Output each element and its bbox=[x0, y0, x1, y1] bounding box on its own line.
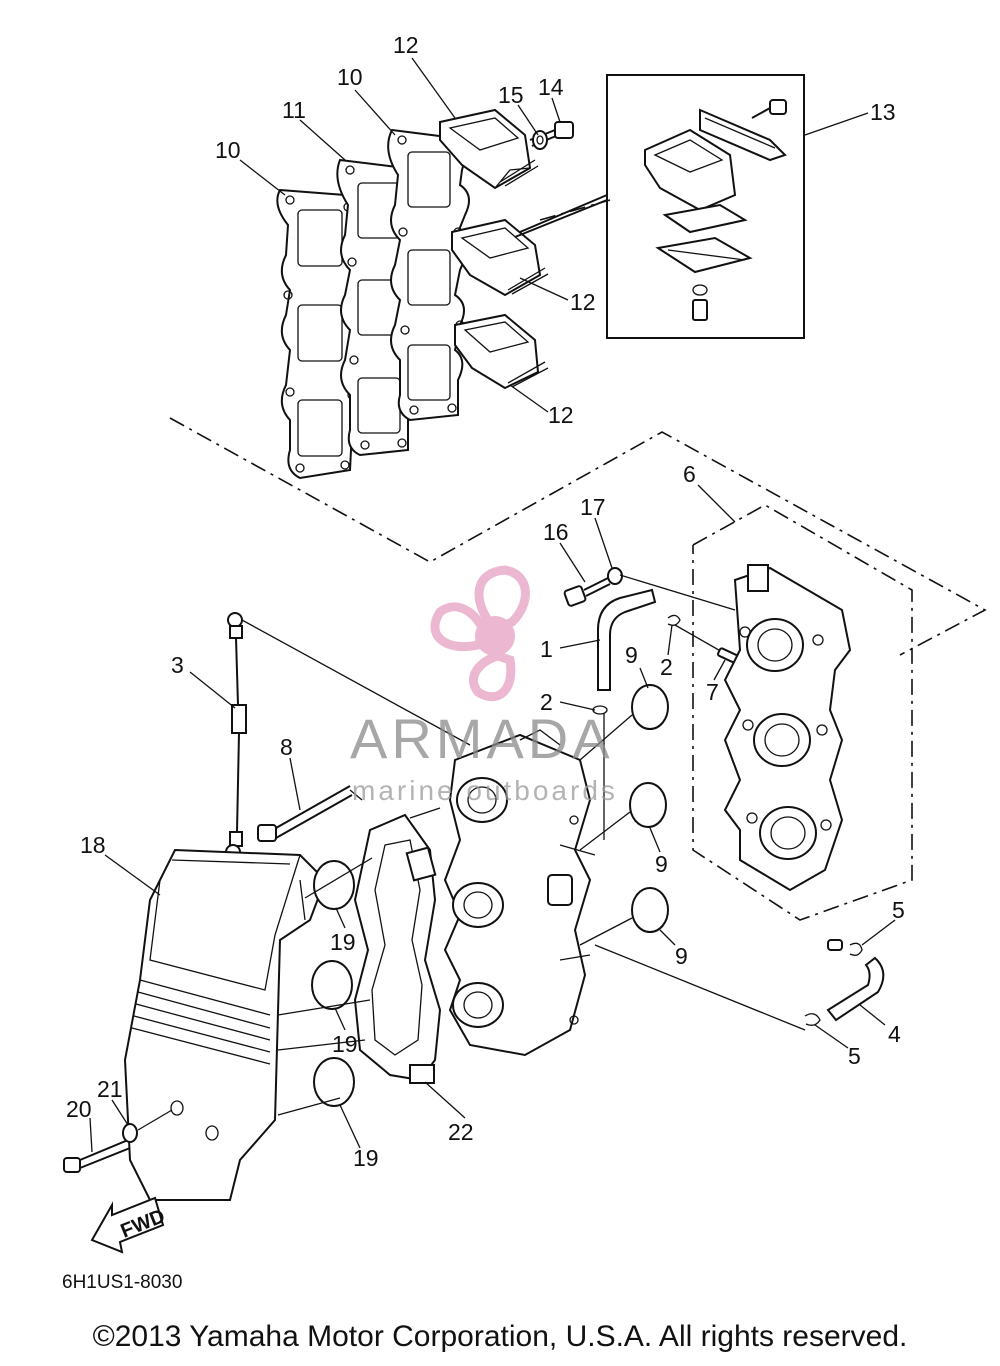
callout-9-bottom: 9 bbox=[675, 943, 688, 969]
leader-lines-19 bbox=[277, 857, 373, 1116]
bolt-20 bbox=[63, 1139, 131, 1173]
callout-3: 3 bbox=[171, 652, 184, 678]
silencer-cover-18 bbox=[123, 848, 327, 1201]
plate-9-middle bbox=[579, 782, 667, 851]
callout-4: 4 bbox=[888, 1021, 901, 1047]
clip-5-upper bbox=[827, 939, 863, 956]
diagram-code: 6H1US1-8030 bbox=[62, 1272, 182, 1293]
washer-15 bbox=[532, 130, 548, 150]
reed-valve-12-top bbox=[439, 108, 539, 190]
callout-2-lower: 2 bbox=[540, 689, 553, 715]
copyright-notice: ©2013 Yamaha Motor Corporation, U.S.A. A… bbox=[92, 1320, 908, 1353]
gasket-10-right bbox=[387, 128, 470, 422]
callout-12-middle: 12 bbox=[570, 289, 596, 315]
callout-22: 22 bbox=[448, 1119, 474, 1145]
callout-19-middle: 19 bbox=[332, 1031, 358, 1057]
bolt-16 bbox=[563, 577, 611, 607]
hose-4 bbox=[826, 956, 885, 1022]
callout-21: 21 bbox=[97, 1076, 123, 1102]
callout-14: 14 bbox=[538, 74, 564, 100]
leader-carb-to-hose bbox=[594, 944, 806, 1031]
plate-9-bottom bbox=[579, 887, 669, 946]
reed-valve-kit-13 bbox=[514, 74, 805, 339]
callout-7: 7 bbox=[706, 679, 719, 705]
reed-valve-12-bottom bbox=[454, 313, 549, 390]
propeller-logo-icon bbox=[430, 565, 530, 702]
watermark-title: ARMADA bbox=[350, 707, 614, 770]
callout-11: 11 bbox=[282, 97, 306, 123]
callout-1: 1 bbox=[540, 636, 553, 662]
reed-valve-12-middle bbox=[451, 218, 549, 297]
intake-manifold-6 bbox=[692, 504, 913, 921]
callout-13: 13 bbox=[870, 99, 896, 125]
callout-10-left: 10 bbox=[215, 137, 241, 163]
callout-12-bottom: 12 bbox=[548, 402, 574, 428]
fwd-arrow-icon: FWD bbox=[90, 1196, 168, 1254]
watermark-subtitle: marine outboards bbox=[352, 775, 618, 806]
callout-20: 20 bbox=[66, 1096, 92, 1122]
carburetor-body bbox=[443, 729, 596, 1057]
callout-2-upper: 2 bbox=[660, 654, 673, 680]
callout-17: 17 bbox=[580, 494, 606, 520]
callout-16: 16 bbox=[543, 519, 569, 545]
assembly-guide-lines bbox=[169, 199, 987, 656]
clip-5-lower bbox=[804, 1013, 821, 1026]
callout-15: 15 bbox=[498, 82, 524, 108]
plate-19-top bbox=[313, 860, 355, 910]
plate-9-top bbox=[579, 684, 669, 761]
washer-21 bbox=[122, 1123, 138, 1143]
armada-watermark: ARMADA marine outboards bbox=[350, 565, 618, 806]
callout-5-lower: 5 bbox=[848, 1043, 861, 1069]
callout-5-upper: 5 bbox=[892, 897, 905, 923]
callout-9-middle: 9 bbox=[655, 851, 668, 877]
callout-6: 6 bbox=[683, 461, 696, 487]
leader-21 bbox=[137, 1109, 173, 1131]
long-bolt-8 bbox=[257, 785, 363, 842]
callout-10-right: 10 bbox=[337, 64, 363, 90]
callout-8: 8 bbox=[280, 734, 293, 760]
callout-leaders bbox=[89, 57, 896, 1153]
hose-1 bbox=[597, 588, 657, 691]
callout-12-top: 12 bbox=[393, 32, 419, 58]
silencer-gasket-22 bbox=[353, 807, 442, 1084]
callout-19-top: 19 bbox=[330, 929, 356, 955]
callout-9-top: 9 bbox=[625, 642, 638, 668]
plate-19-middle bbox=[311, 960, 353, 1010]
plate-19-bottom bbox=[313, 1057, 355, 1107]
washer-17 bbox=[607, 567, 623, 585]
callout-19-bottom: 19 bbox=[353, 1145, 379, 1171]
callout-labels: 12 10 11 10 15 14 13 12 12 6 17 16 1 9 2… bbox=[66, 32, 905, 1171]
leader-17 bbox=[619, 574, 736, 611]
callout-18: 18 bbox=[80, 832, 106, 858]
